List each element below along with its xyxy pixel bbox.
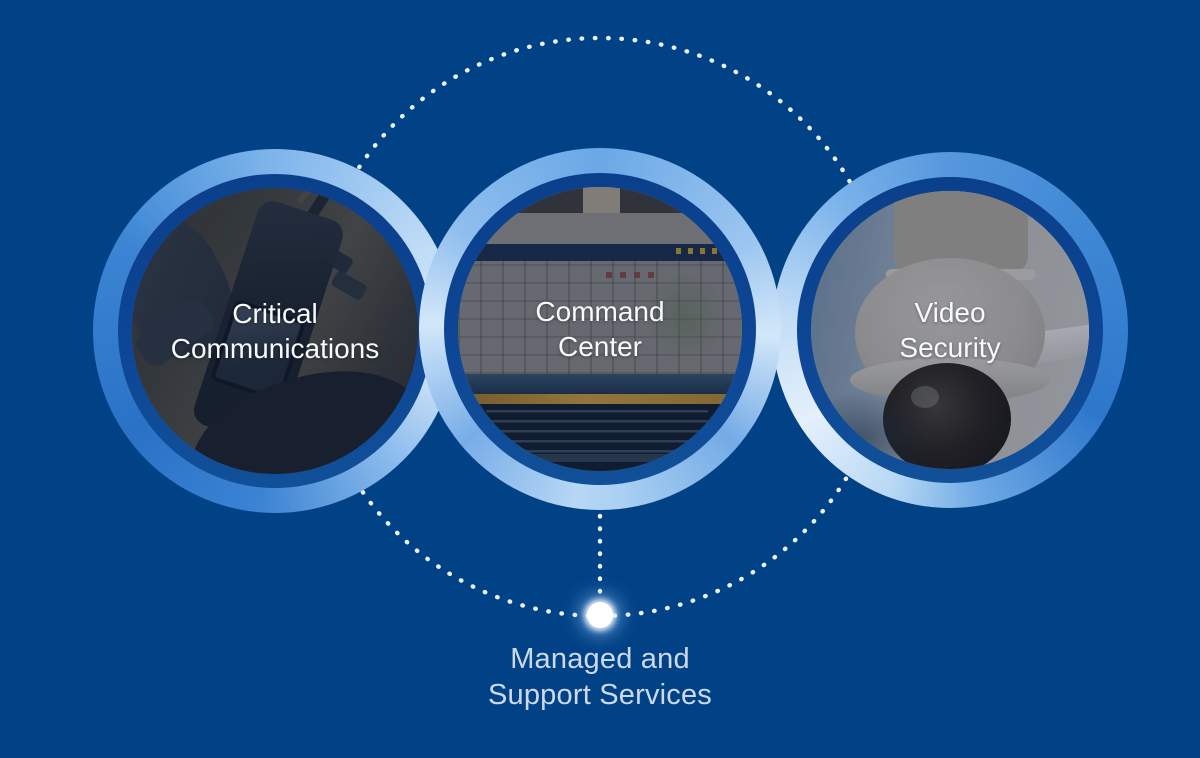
node-label-video-security: Video Security (811, 191, 1089, 469)
hub-label-managed-support-services: Managed and Support Services (0, 641, 1200, 713)
label-line: Center (557, 331, 643, 362)
label-line: Communications (170, 333, 380, 364)
desk-band-shape (458, 374, 742, 395)
node-video-security: Video Security (772, 152, 1128, 508)
ring-inner-shadow: Critical Communications (118, 174, 432, 488)
photo-tint-overlay (132, 188, 418, 474)
command-center-photo: Command Center (458, 187, 742, 471)
header-indicator-leds (675, 248, 728, 255)
lens-glint-shape (911, 385, 939, 408)
node-label-command-center: Command Center (458, 187, 742, 471)
label-line: Video (914, 297, 986, 328)
label-line: Command (535, 296, 665, 327)
node-critical-communications: Critical Communications (93, 149, 457, 513)
photo-tint-overlay (811, 191, 1089, 469)
map-green-patch (645, 272, 725, 364)
terminal-window-shape (458, 404, 742, 471)
photo-tint-overlay (458, 187, 742, 471)
ring-inner-shadow: Command Center (444, 173, 756, 485)
screen-top-shape (458, 212, 742, 244)
terminal-toolbar-shape (486, 453, 714, 463)
label-line: Critical (232, 298, 318, 329)
yellow-stripe-shape (458, 394, 742, 405)
hub-label-line: Support Services (487, 679, 713, 711)
node-label-critical-communications: Critical Communications (132, 188, 418, 474)
critical-communications-photo: Critical Communications (132, 188, 418, 474)
node-command-center: Command Center (419, 148, 781, 510)
hub-label-line: Managed and (510, 643, 690, 675)
monitor-header-bar (458, 243, 742, 261)
video-security-photo: Video Security (811, 191, 1089, 469)
door-strip-shape (582, 187, 620, 213)
label-line: Security (899, 332, 1001, 363)
map-red-markers (605, 272, 663, 278)
hub-dot-marker (587, 602, 613, 628)
ring-inner-shadow: Video Security (797, 177, 1103, 483)
